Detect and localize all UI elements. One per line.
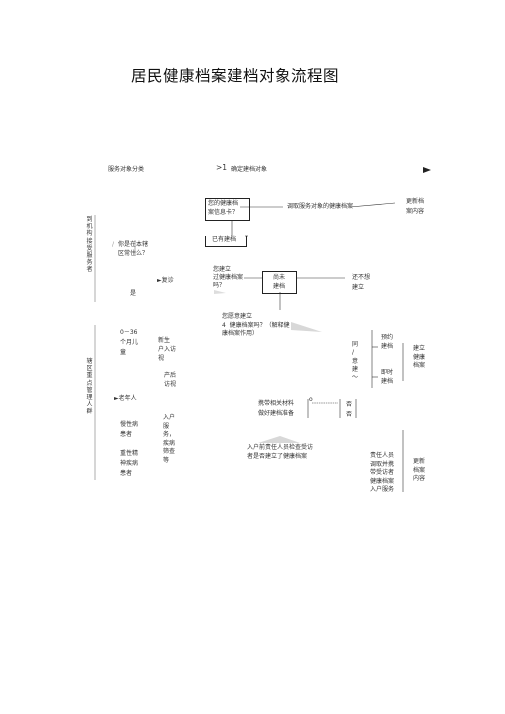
built-before-question: 您建立 过健康档案 吗？	[213, 266, 244, 289]
appoint-build-label: 预约 建档	[381, 334, 394, 350]
instant-build-label: 即时 建档	[381, 369, 394, 385]
step-label: 确定建档对象	[231, 166, 268, 173]
mental-illness-label: 重性精 神疾病 患者	[120, 450, 139, 477]
already-built-box: 已有建档	[205, 236, 247, 247]
question-prefix: /	[112, 241, 115, 248]
yes-label: 是	[130, 290, 137, 297]
retrieve-record-label: 调取服务对象的健康档案	[287, 203, 354, 210]
responsible-staff-label: 责任人员 调取并携 带受访者 健康档案 入户服务	[370, 452, 395, 493]
health-card-question: 您的健康档 案信息卡？	[208, 200, 239, 216]
follow-up-label: ►复诊	[157, 277, 174, 284]
update-record-label: 更新档 案内容	[406, 198, 425, 215]
already-built-label: 已有建档	[212, 236, 237, 243]
elderly-label: ►老年人	[114, 395, 137, 402]
home-service-label: 入户 服 务， 疾病 筛查 等	[163, 414, 176, 464]
update-content-label: 更新 档案 内容	[413, 458, 426, 482]
not-built-box: 尚未 建档	[262, 271, 297, 294]
children-label: 0－36 个月儿 童	[120, 329, 139, 356]
postpartum-visit-label: 产后 访视	[164, 372, 177, 388]
group-walk-in-label: 到机构接受服务者	[86, 216, 93, 274]
no-label: 否 否	[346, 401, 353, 418]
willing-question: 您愿意建立 4 健康档案吗？（解释健 康档案作用）	[222, 313, 290, 337]
establish-record-label: 建立 健康 档案	[413, 345, 426, 369]
page-title: 居民健康档案建档对象流程图	[131, 67, 340, 85]
home-check-label: 入户前责任人员检查受访 者是否建立了健康档案	[247, 444, 314, 460]
chronic-patients-label: 慢性病 患者	[120, 421, 139, 438]
carry-materials-label: 携带相关材料 做好建档准备	[258, 400, 295, 417]
not-want-label: 还不想 建立	[352, 274, 371, 291]
step-marker: >1	[216, 163, 228, 172]
question-local-resident: 你是在本辖 区常住么？	[118, 241, 149, 257]
agree-label: 同 / 意 建 ～	[352, 341, 359, 382]
service-category-label: 服务对象分类	[108, 166, 145, 173]
record-o-label: o	[309, 396, 313, 403]
newborn-visit-label: 新生 户入访 视	[158, 337, 177, 362]
not-built-label: 尚未 建档	[273, 274, 286, 290]
top-right-arrow-icon	[423, 167, 431, 173]
health-card-box: 您的健康档 案信息卡？	[205, 198, 250, 221]
group-key-population-label: 辖区重点管理人群	[86, 358, 93, 416]
